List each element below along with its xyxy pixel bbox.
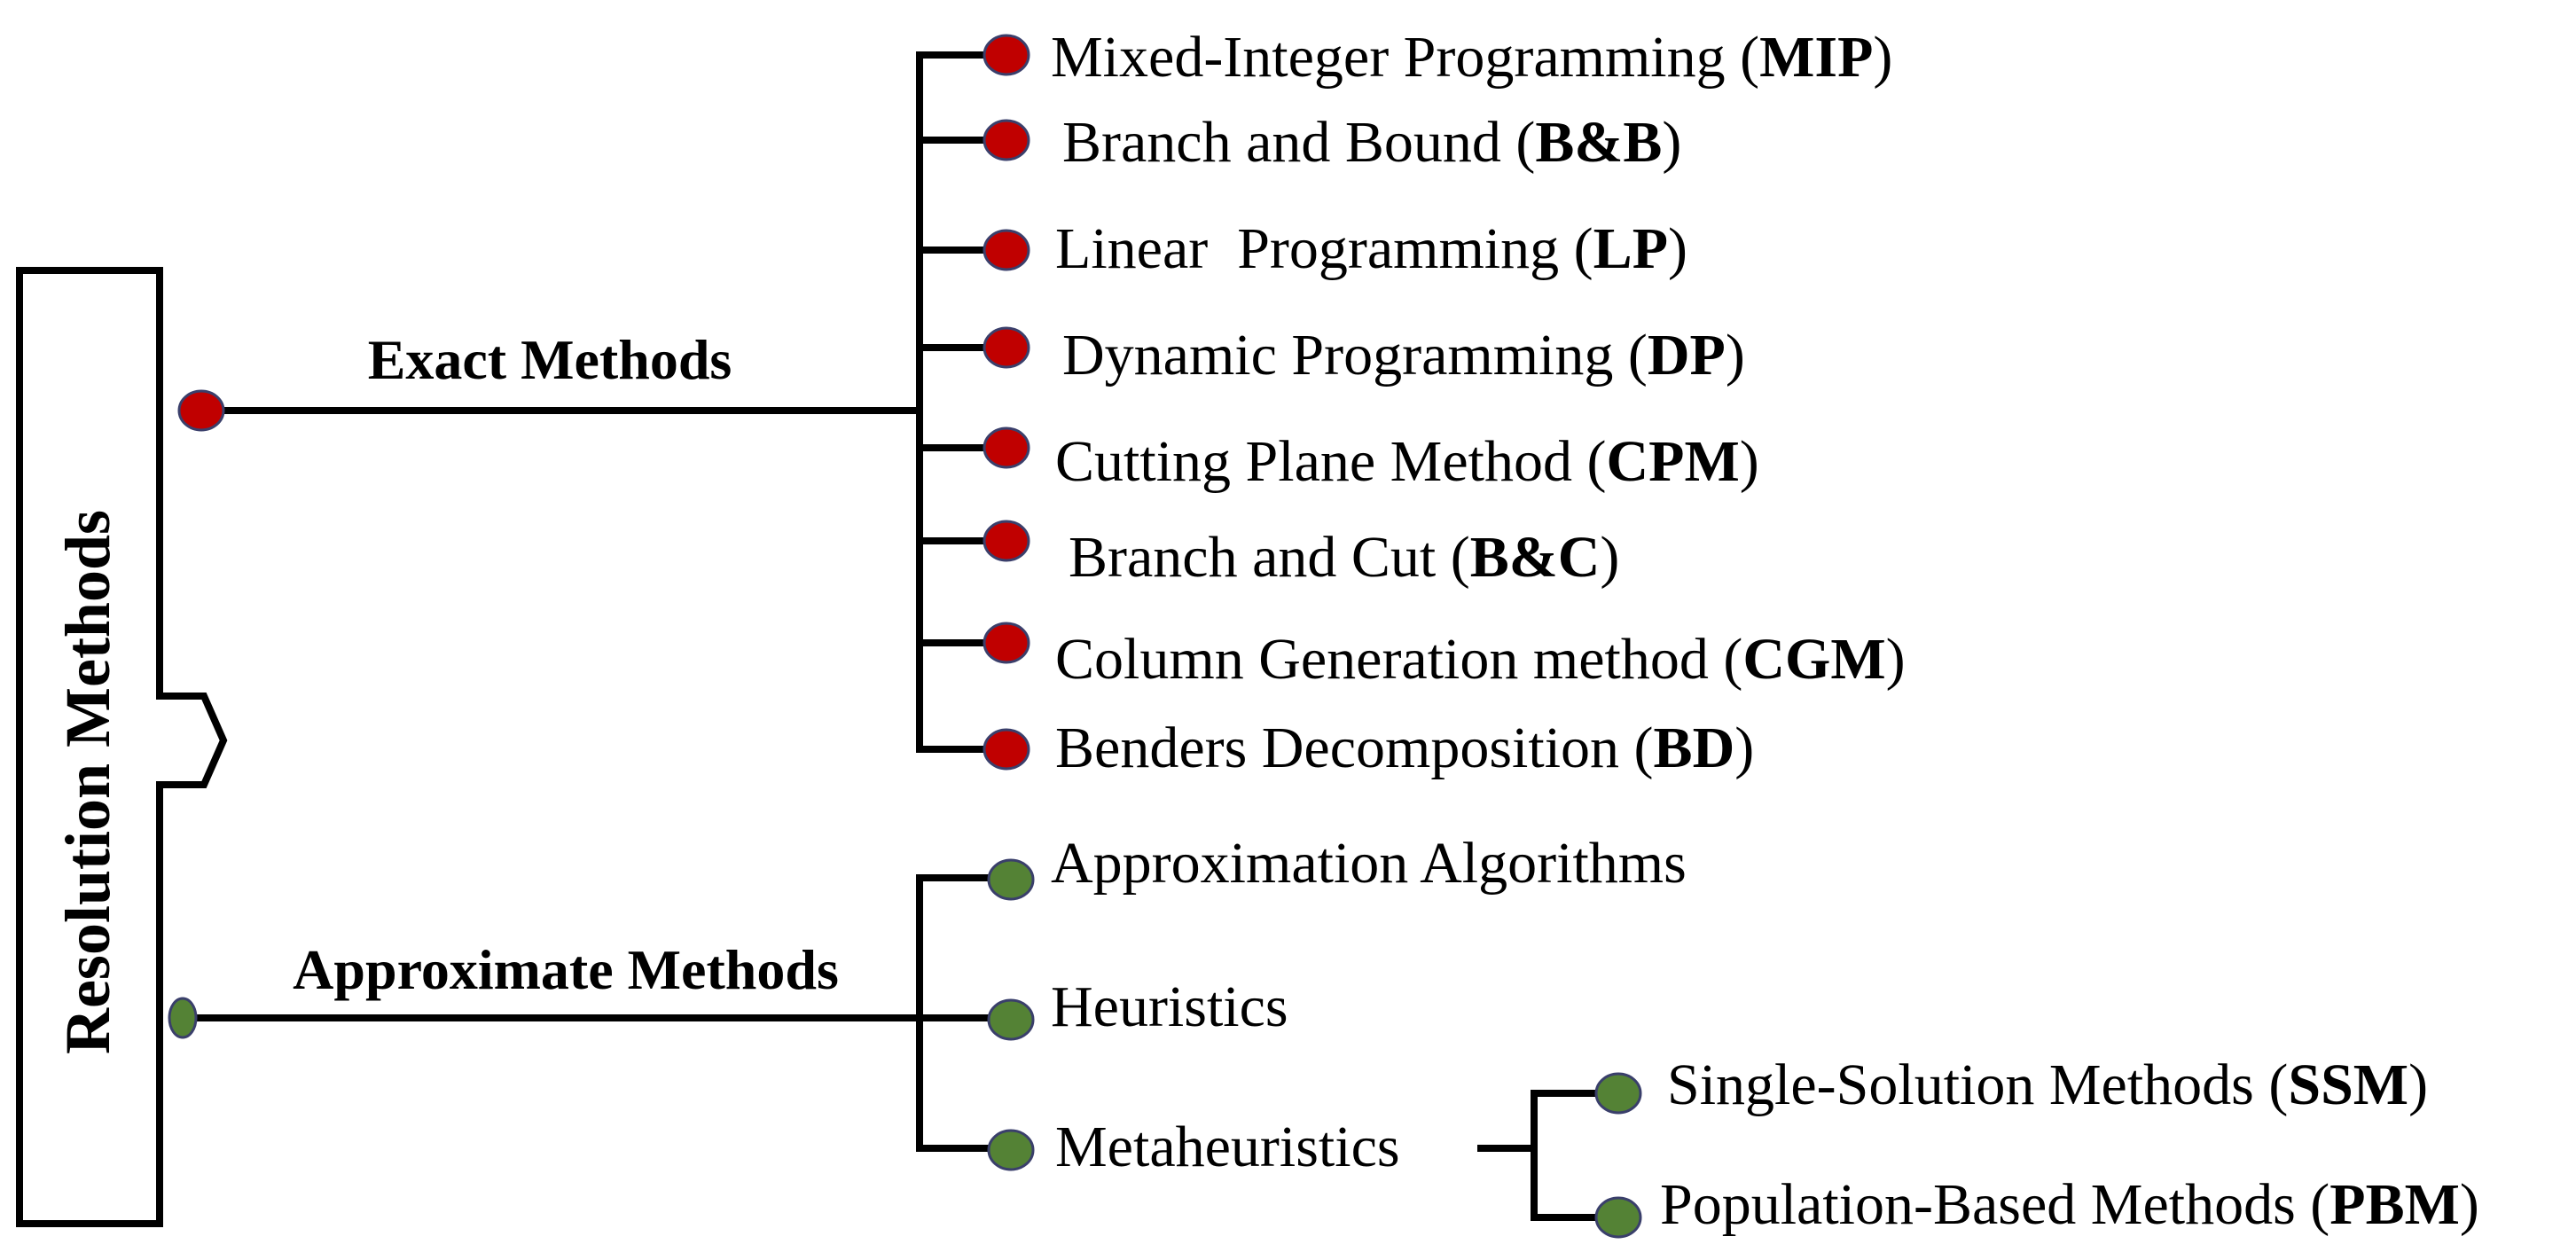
approximate-item-approximation-algorithms: Approximation Algorithms xyxy=(916,831,1687,901)
approximate-item-dot xyxy=(987,1129,1035,1171)
exact-item-dot xyxy=(983,229,1030,271)
exact-item-cpm: Cutting Plane Method (CPM) xyxy=(916,427,1759,494)
title-arrow-box xyxy=(16,267,228,1227)
exact-item-label: Dynamic Programming (DP) xyxy=(1062,323,1745,387)
exact-item-label: Branch and Cut (B&C) xyxy=(1069,525,1619,590)
approximate-item-dot xyxy=(987,858,1035,901)
exact-item-dot xyxy=(983,728,1030,771)
approximate-item-dot xyxy=(987,998,1035,1041)
metaheuristics-subbranch: Single-Solution Methods (SSM) Population… xyxy=(1477,1053,2479,1239)
approximate-item-label: Heuristics xyxy=(1051,974,1288,1039)
metaheuristics-item-dot xyxy=(1594,1196,1642,1239)
exact-methods-branch: Exact Methods Mixed-Integer Programming … xyxy=(177,25,1906,780)
exact-item-dot xyxy=(983,34,1030,76)
exact-item-label: Cutting Plane Method (CPM) xyxy=(1055,429,1759,494)
approximate-methods-heading: Approximate Methods xyxy=(293,938,839,1001)
metaheuristics-item-label: Population-Based Methods (PBM) xyxy=(1660,1172,2479,1237)
approximate-item-metaheuristics: Metaheuristics xyxy=(916,1115,1400,1179)
diagram-title: Resolution Methods xyxy=(52,510,123,1054)
exact-item-label: Linear Programming (LP) xyxy=(1055,216,1687,281)
exact-item-label: Benders Decomposition (BD) xyxy=(1055,716,1754,780)
approximate-item-heuristics: Heuristics xyxy=(916,974,1288,1041)
metaheuristics-item-ssm: Single-Solution Methods (SSM) xyxy=(1531,1053,2428,1117)
metaheuristics-item-dot xyxy=(1594,1072,1642,1115)
exact-item-label: Column Generation method (CGM) xyxy=(1055,627,1906,692)
exact-item-lp: Linear Programming (LP) xyxy=(916,216,1687,281)
exact-item-cgm: Column Generation method (CGM) xyxy=(916,622,1906,692)
exact-methods-heading: Exact Methods xyxy=(368,328,732,391)
approximate-item-label: Metaheuristics xyxy=(1055,1115,1400,1179)
exact-root-dot xyxy=(177,389,225,432)
exact-item-label: Branch and Bound (B&B) xyxy=(1062,110,1681,175)
exact-item-dot xyxy=(983,326,1030,369)
exact-item-bd: Benders Decomposition (BD) xyxy=(916,716,1754,780)
exact-item-dot xyxy=(983,119,1030,161)
metaheuristics-item-pbm: Population-Based Methods (PBM) xyxy=(1531,1172,2479,1239)
metaheuristics-item-label: Single-Solution Methods (SSM) xyxy=(1667,1053,2428,1117)
approximate-root-dot xyxy=(168,997,198,1039)
approximate-methods-branch: Approximate Methods Approximation Algori… xyxy=(168,831,2479,1239)
exact-item-dot xyxy=(983,622,1030,664)
exact-item-dot xyxy=(983,520,1030,562)
exact-item-dot xyxy=(983,427,1030,469)
exact-item-bb: Branch and Bound (B&B) xyxy=(916,110,1681,175)
exact-item-label: Mixed-Integer Programming (MIP) xyxy=(1051,25,1892,90)
exact-item-mip: Mixed-Integer Programming (MIP) xyxy=(916,25,1892,90)
approximate-item-label: Approximation Algorithms xyxy=(1051,831,1687,896)
exact-item-bc: Branch and Cut (B&C) xyxy=(916,520,1619,590)
exact-item-dp: Dynamic Programming (DP) xyxy=(916,323,1745,387)
